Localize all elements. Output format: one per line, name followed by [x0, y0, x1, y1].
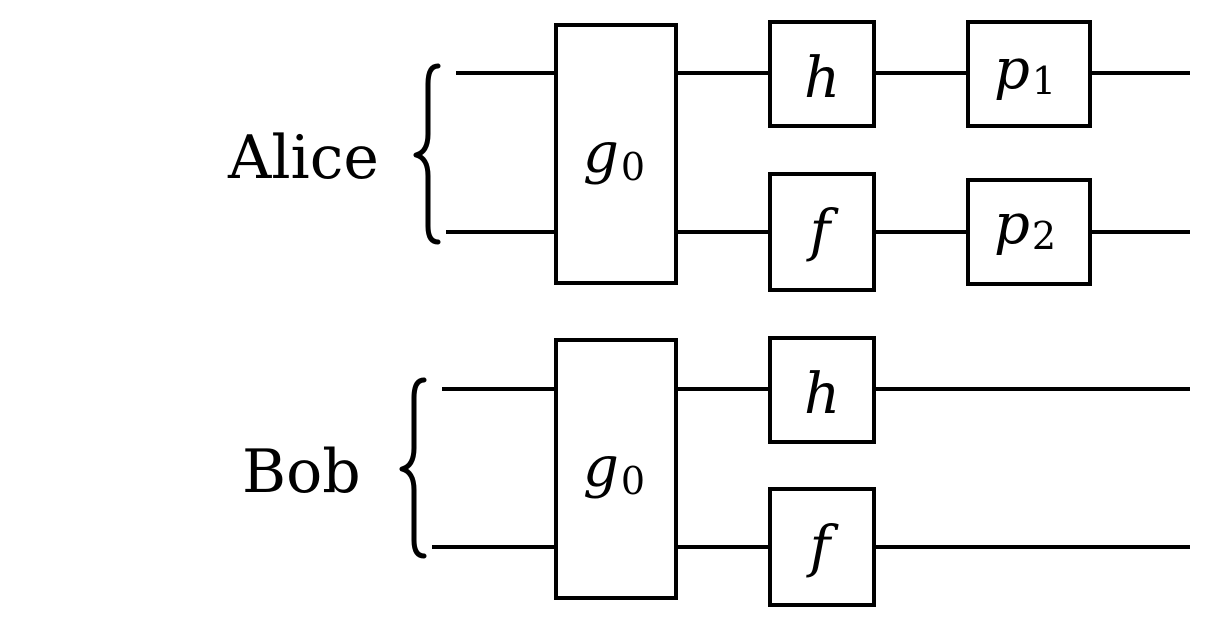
alice-gate-p2: p2	[966, 178, 1092, 286]
alice-brace	[413, 63, 441, 245]
alice-gate-p2-label: p2	[994, 192, 1056, 258]
bob-gate-g0: g0	[554, 338, 678, 600]
bob-brace	[399, 377, 427, 559]
bob-gate-h-label: h	[804, 362, 840, 427]
bob-gate-h: h	[768, 336, 876, 444]
alice-gate-g0: g0	[554, 23, 678, 285]
alice-gate-p1: p1	[966, 20, 1092, 128]
alice-gate-p1-label: p1	[994, 37, 1056, 103]
alice-gate-f: f	[768, 172, 876, 292]
bob-gate-f: f	[768, 487, 876, 607]
bob-group: Bob g0 h f	[242, 336, 1190, 607]
bob-gate-g0-label: g0	[583, 435, 645, 503]
alice-label: Alice	[227, 123, 379, 193]
bob-label: Bob	[242, 437, 361, 507]
alice-gate-g0-label: g0	[583, 121, 645, 189]
alice-group: Alice g0 h f	[227, 20, 1190, 292]
alice-gate-h: h	[768, 20, 876, 128]
alice-gate-h-label: h	[804, 46, 840, 111]
